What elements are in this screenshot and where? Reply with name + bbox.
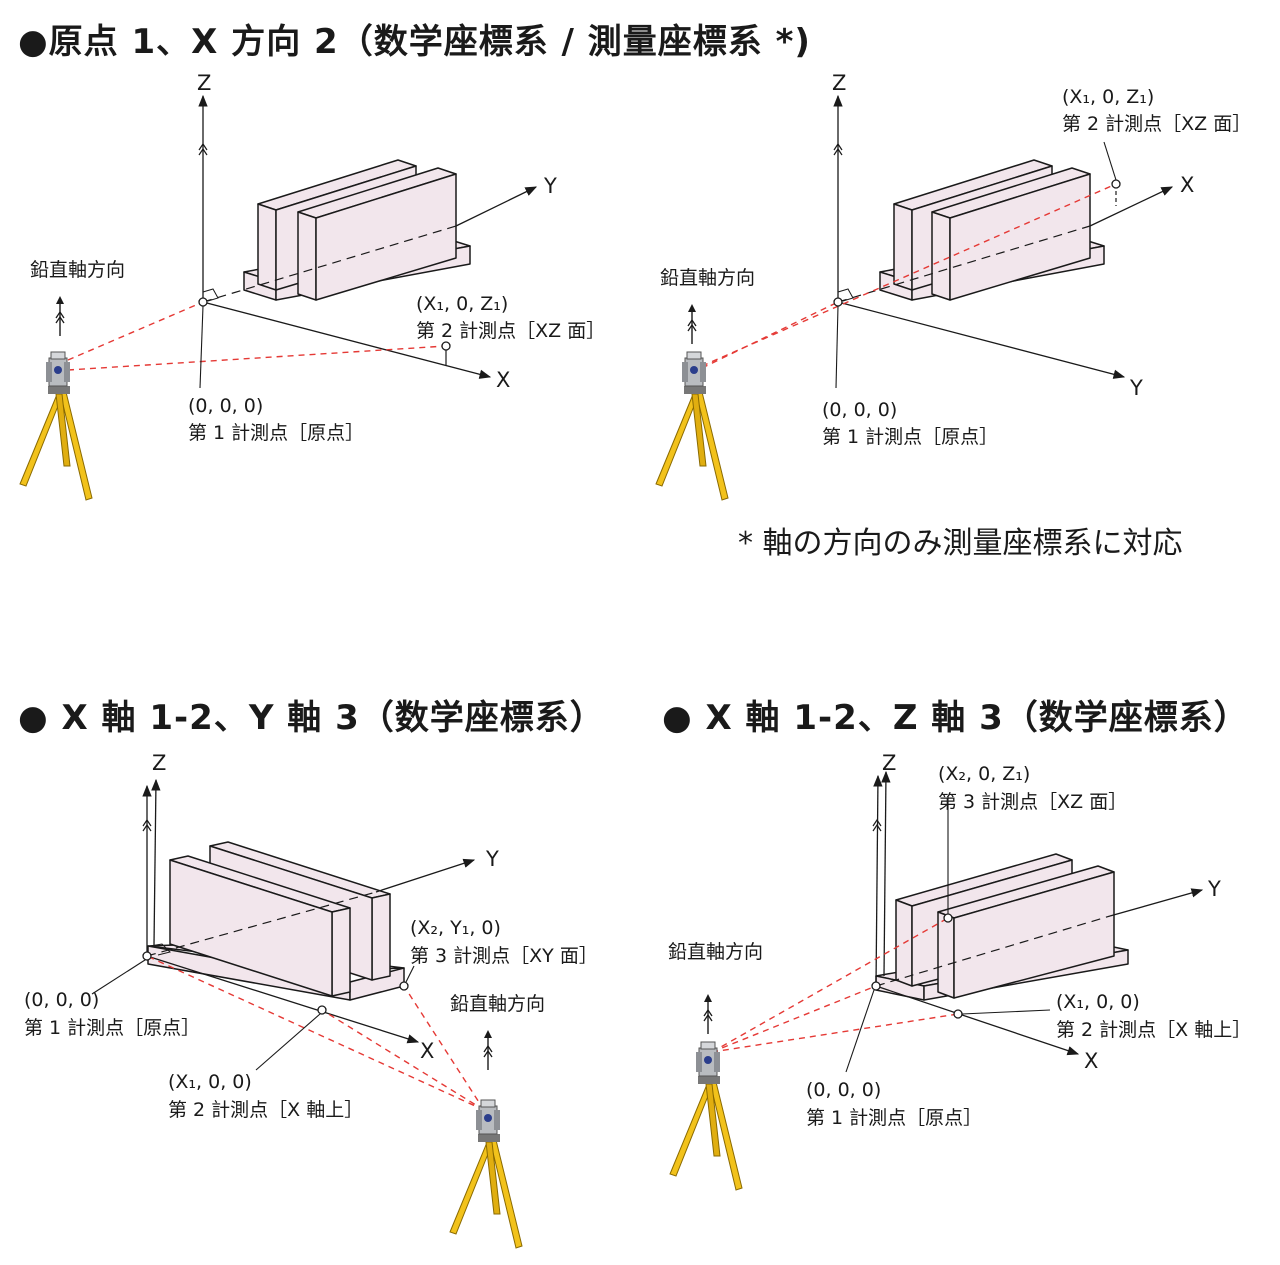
point-3-label: 第 3 計測点［XY 面］: [410, 945, 598, 967]
structure: [875, 853, 1129, 1001]
sight-lines: [67, 301, 447, 371]
z-label: Z: [882, 751, 896, 775]
structure: [147, 841, 405, 1001]
point-2-coord: (X₁, 0, Z₁): [416, 293, 508, 315]
point-2-coord: (X₁, 0, Z₁): [1062, 86, 1154, 108]
y-axis: [1109, 888, 1204, 917]
y-axis: [837, 301, 1126, 379]
vertical-axis-label: 鉛直軸方向: [450, 993, 545, 1015]
structure: [243, 159, 471, 301]
origin-coord: (0, 0, 0): [806, 1079, 881, 1101]
origin-marker: [198, 297, 208, 307]
sight-lines: [146, 955, 485, 1111]
origin-label: 第 1 計測点［原点］: [24, 1017, 200, 1039]
up-arrow-icon: [55, 295, 65, 337]
point-3-coord: (X₂, Y₁, 0): [410, 917, 501, 939]
point-3-marker: [399, 981, 409, 991]
z-axis: [873, 774, 883, 987]
y-label: Y: [485, 847, 499, 871]
total-station-icon: [19, 351, 93, 501]
x-label: X: [496, 368, 510, 392]
point-3-marker: [943, 913, 953, 923]
x-axis: [202, 301, 492, 379]
x-axis: [875, 985, 1080, 1056]
y-axis: [455, 186, 538, 227]
sight-lines: [701, 183, 1117, 369]
total-station-icon: [655, 351, 729, 501]
heading-top: ●原点 1、X 方向 2（数学座標系 / 測量座標系 *): [18, 22, 811, 62]
point-2-label: 第 2 計測点［X 軸上］: [1056, 1019, 1251, 1041]
z-axis-offset: [151, 778, 161, 946]
sight-lines: [711, 917, 959, 1053]
structure: [879, 159, 1105, 301]
point-2-marker: [317, 1005, 327, 1015]
origin-coord: (0, 0, 0): [822, 399, 897, 421]
diagram-4: Z Y X (X₂, 0, Z₁) 第 3 計測点［XZ 面］ (X₁, 0, …: [668, 751, 1251, 1191]
y-axis-hidden: [146, 891, 377, 957]
y-axis-hidden: [875, 915, 1111, 987]
up-arrow-icon: [483, 1029, 493, 1071]
total-station-icon: [669, 1041, 743, 1191]
axis-direction-note: * 軸の方向のみ測量座標系に対応: [738, 526, 1183, 561]
origin-marker: [871, 981, 881, 991]
heading-bottom-right: ● X 軸 1-2、Z 軸 3（数学座標系）: [662, 698, 1249, 738]
point-2-marker: [441, 341, 451, 351]
y-label: Y: [1129, 376, 1143, 400]
point-2-coord: (X₁, 0, 0): [168, 1071, 252, 1093]
point-2-coord: (X₁, 0, 0): [1056, 991, 1140, 1013]
vertical-axis-label: 鉛直軸方向: [668, 941, 763, 963]
diagram-1: Z Y X 鉛直軸方向 (X₁, 0, Z₁) 第 2 計測点［XZ 面］ (0…: [19, 71, 605, 501]
up-arrow-icon: [687, 303, 697, 345]
origin-label: 第 1 計測点［原点］: [822, 426, 998, 448]
y-axis: [375, 858, 476, 893]
heading-bottom-left: ● X 軸 1-2、Y 軸 3（数学座標系）: [18, 698, 605, 738]
point-2-label: 第 2 計測点［XZ 面］: [416, 320, 605, 342]
y-label: Y: [1207, 877, 1221, 901]
origin-label: 第 1 計測点［原点］: [188, 422, 364, 444]
z-label: Z: [152, 751, 166, 775]
up-arrow-icon: [703, 993, 713, 1035]
origin-coord: (0, 0, 0): [188, 395, 263, 417]
origin-coord: (0, 0, 0): [24, 989, 99, 1011]
point-2-marker: [953, 1009, 963, 1019]
y-label: Y: [543, 174, 557, 198]
point-2-marker: [1111, 179, 1121, 189]
origin-marker: [833, 297, 843, 307]
vertical-axis-label: 鉛直軸方向: [30, 259, 125, 281]
x-axis: [1089, 186, 1174, 227]
z-axis-offset: [881, 770, 891, 977]
x-label: X: [1084, 1049, 1098, 1073]
point-2-label: 第 2 計測点［X 軸上］: [168, 1099, 363, 1121]
x-label: X: [1180, 173, 1194, 197]
origin-marker: [142, 951, 152, 961]
vertical-axis-label: 鉛直軸方向: [660, 267, 755, 289]
diagram-2: Z X Y 鉛直軸方向 (X₁, 0, Z₁) 第 2 計測点［XZ 面］ (0…: [655, 71, 1251, 501]
z-label: Z: [832, 71, 846, 95]
diagram-3: Z Y X (X₂, Y₁, 0) 第 3 計測点［XY 面］ (0, 0, 0…: [24, 751, 598, 1249]
z-label: Z: [197, 71, 211, 95]
x-label: X: [420, 1039, 434, 1063]
point-3-label: 第 3 計測点［XZ 面］: [938, 791, 1127, 813]
x-axis: [146, 955, 420, 1044]
total-station-icon: [449, 1099, 523, 1249]
origin-label: 第 1 計測点［原点］: [806, 1107, 982, 1129]
point-3-coord: (X₂, 0, Z₁): [938, 763, 1030, 785]
point-2-label: 第 2 計測点［XZ 面］: [1062, 113, 1251, 135]
